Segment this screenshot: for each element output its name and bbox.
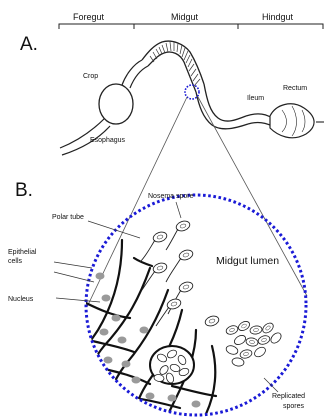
replicated-spores-label-line1: Replicated (272, 393, 305, 400)
epithelial-cells-label-line1: Epithelial (8, 249, 37, 256)
nucleus-label: Nucleus (8, 296, 34, 303)
foregut-label: Foregut (73, 12, 105, 22)
replicated-spores (225, 320, 283, 367)
infected-cell (150, 346, 194, 384)
panel-a-letter: A. (20, 34, 38, 55)
ileum-label: Ileum (247, 95, 264, 102)
section-brackets (59, 24, 323, 29)
crop-shape (99, 84, 133, 124)
crop-label: Crop (83, 73, 98, 80)
esophagus-label: Esophagus (90, 137, 126, 144)
panel-b-letter: B. (15, 180, 33, 201)
hindgut-label: Hindgut (262, 12, 294, 22)
epithelium-cells (78, 240, 216, 418)
polar-tube-label: Polar tube (52, 214, 84, 221)
nosema-spores (140, 219, 220, 327)
rectum-label: Rectum (283, 85, 307, 92)
midgut-lumen-label: Midgut lumen (216, 255, 279, 267)
nosema-spore-label: Nosema spore (148, 193, 194, 200)
midgut-label: Midgut (171, 12, 199, 22)
nuclei (96, 273, 201, 408)
epithelial-cells-label-line2: cells (8, 258, 23, 265)
replicated-spores-label-line2: spores (283, 403, 305, 410)
magnified-midgut-circle (86, 195, 306, 415)
